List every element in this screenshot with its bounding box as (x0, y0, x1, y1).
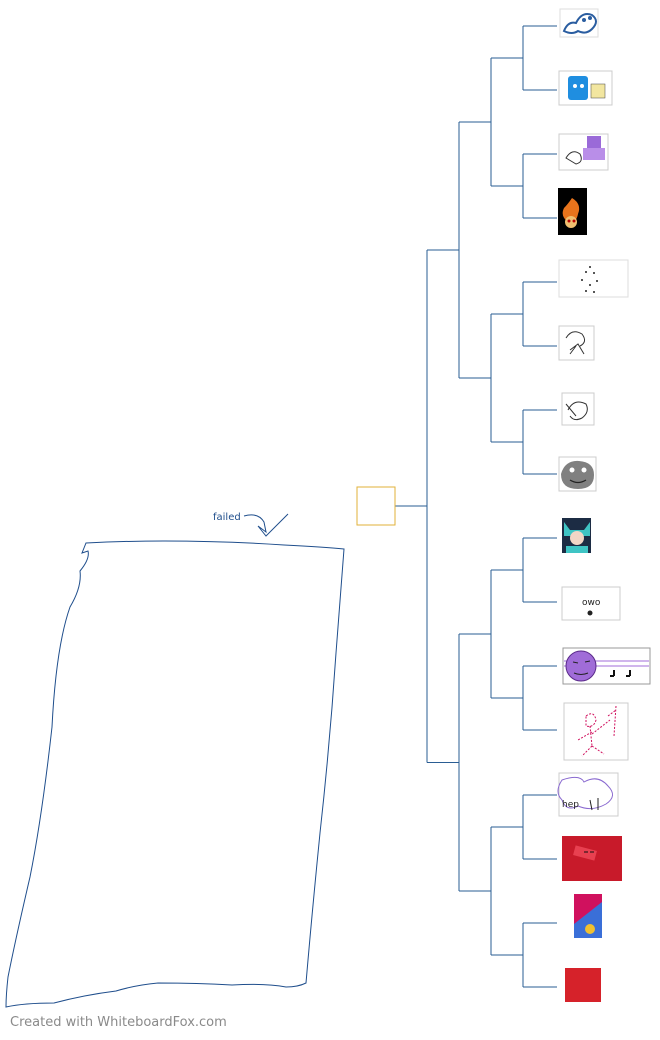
watermark-footer[interactable]: Created with WhiteboardFox.com (10, 1015, 227, 1030)
leaf-owo-text: owo (582, 598, 601, 608)
leaf-07 (561, 392, 595, 426)
leaf-13: hep (557, 772, 619, 817)
leaf-09 (562, 518, 591, 553)
leaf-01 (559, 8, 599, 38)
leaf-11 (562, 647, 651, 685)
leaf-06 (558, 325, 595, 361)
bracket-tree (395, 25, 557, 988)
leaf-16 (565, 968, 601, 1002)
root-empty-box (356, 486, 396, 526)
leaf-15 (574, 894, 602, 938)
failed-scribble (243, 513, 289, 537)
leaf-02 (558, 70, 613, 106)
leaf-14 (562, 836, 622, 881)
leaf-04 (558, 188, 587, 235)
leaf-03 (558, 133, 609, 171)
leaf-10: owo (561, 586, 621, 621)
leaf-08 (558, 456, 597, 492)
leaf-hep-text: hep (562, 800, 579, 810)
leaf-05 (558, 259, 629, 298)
leaf-12 (563, 702, 629, 761)
hand-drawn-frame (5, 540, 345, 1008)
failed-note: failed (213, 512, 241, 523)
